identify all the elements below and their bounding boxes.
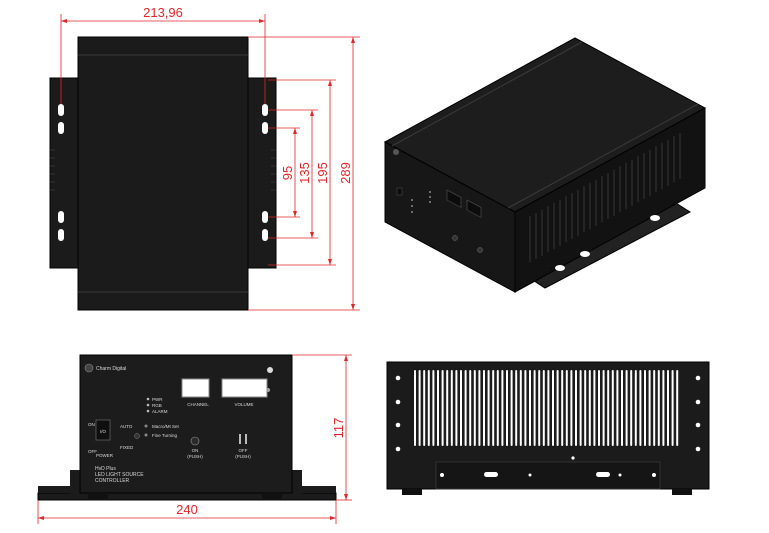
brand-label: Charm Digital (96, 366, 126, 372)
front-panel (79, 354, 293, 494)
channel-label: CHANNEL (187, 402, 209, 407)
label-fine: Fine Turning (152, 433, 178, 438)
top-view (49, 36, 277, 311)
off-push-label-2: (PUSH) (235, 454, 251, 459)
on-push-button[interactable] (190, 436, 200, 446)
dim-width-top: 213,96 (143, 5, 183, 20)
label-on: ON (88, 422, 95, 427)
volume-label: VOLUME (234, 402, 253, 407)
product-line-3: CONTROLLER (95, 478, 130, 484)
power-switch[interactable] (95, 419, 111, 441)
switch-label: I/O (100, 429, 107, 434)
dim-front-height: 117 (331, 418, 346, 439)
right-flange (247, 77, 277, 269)
off-push-label: OFF (239, 448, 248, 453)
rear-vent-slots (414, 370, 679, 446)
on-push-label: ON (192, 448, 199, 453)
rear-view (386, 361, 710, 495)
left-flange (49, 77, 79, 269)
volume-display (221, 378, 268, 398)
dim-135: 135 (297, 162, 312, 184)
front-view-dimensions (37, 354, 352, 524)
iso-side-face (514, 107, 706, 293)
label-power: POWER (96, 453, 114, 458)
mounting-slots (58, 104, 268, 241)
indicator-alarm: ALARM (152, 409, 168, 414)
indicator-pwr: PWR (152, 397, 163, 402)
product-line-1: HvD Plus (95, 466, 116, 472)
product-line-2: LED LIGHT SOURCE (95, 472, 144, 478)
label-macro: Macro/Mt Set (152, 424, 180, 429)
top-view-body (77, 36, 249, 311)
label-fixed: FIXED (120, 445, 134, 450)
dim-front-width: 240 (176, 502, 198, 517)
isometric-view (383, 37, 707, 293)
front-view: Charm Digital PWR RGB ALARM CHANNEL VOLU… (37, 354, 337, 501)
label-auto: AUTO (120, 424, 133, 429)
label-off: OFF (88, 449, 97, 454)
indicator-rgb: RGB (152, 403, 162, 408)
off-push-button[interactable] (239, 434, 247, 444)
on-push-label-2: (PUSH) (187, 454, 203, 459)
top-view-arrows (61, 19, 355, 310)
dim-195: 195 (315, 162, 330, 184)
channel-display (181, 378, 210, 398)
top-view-dimensions (60, 14, 360, 311)
front-flange (37, 492, 337, 501)
dim-289: 289 (338, 162, 353, 184)
dim-95: 95 (280, 166, 295, 180)
